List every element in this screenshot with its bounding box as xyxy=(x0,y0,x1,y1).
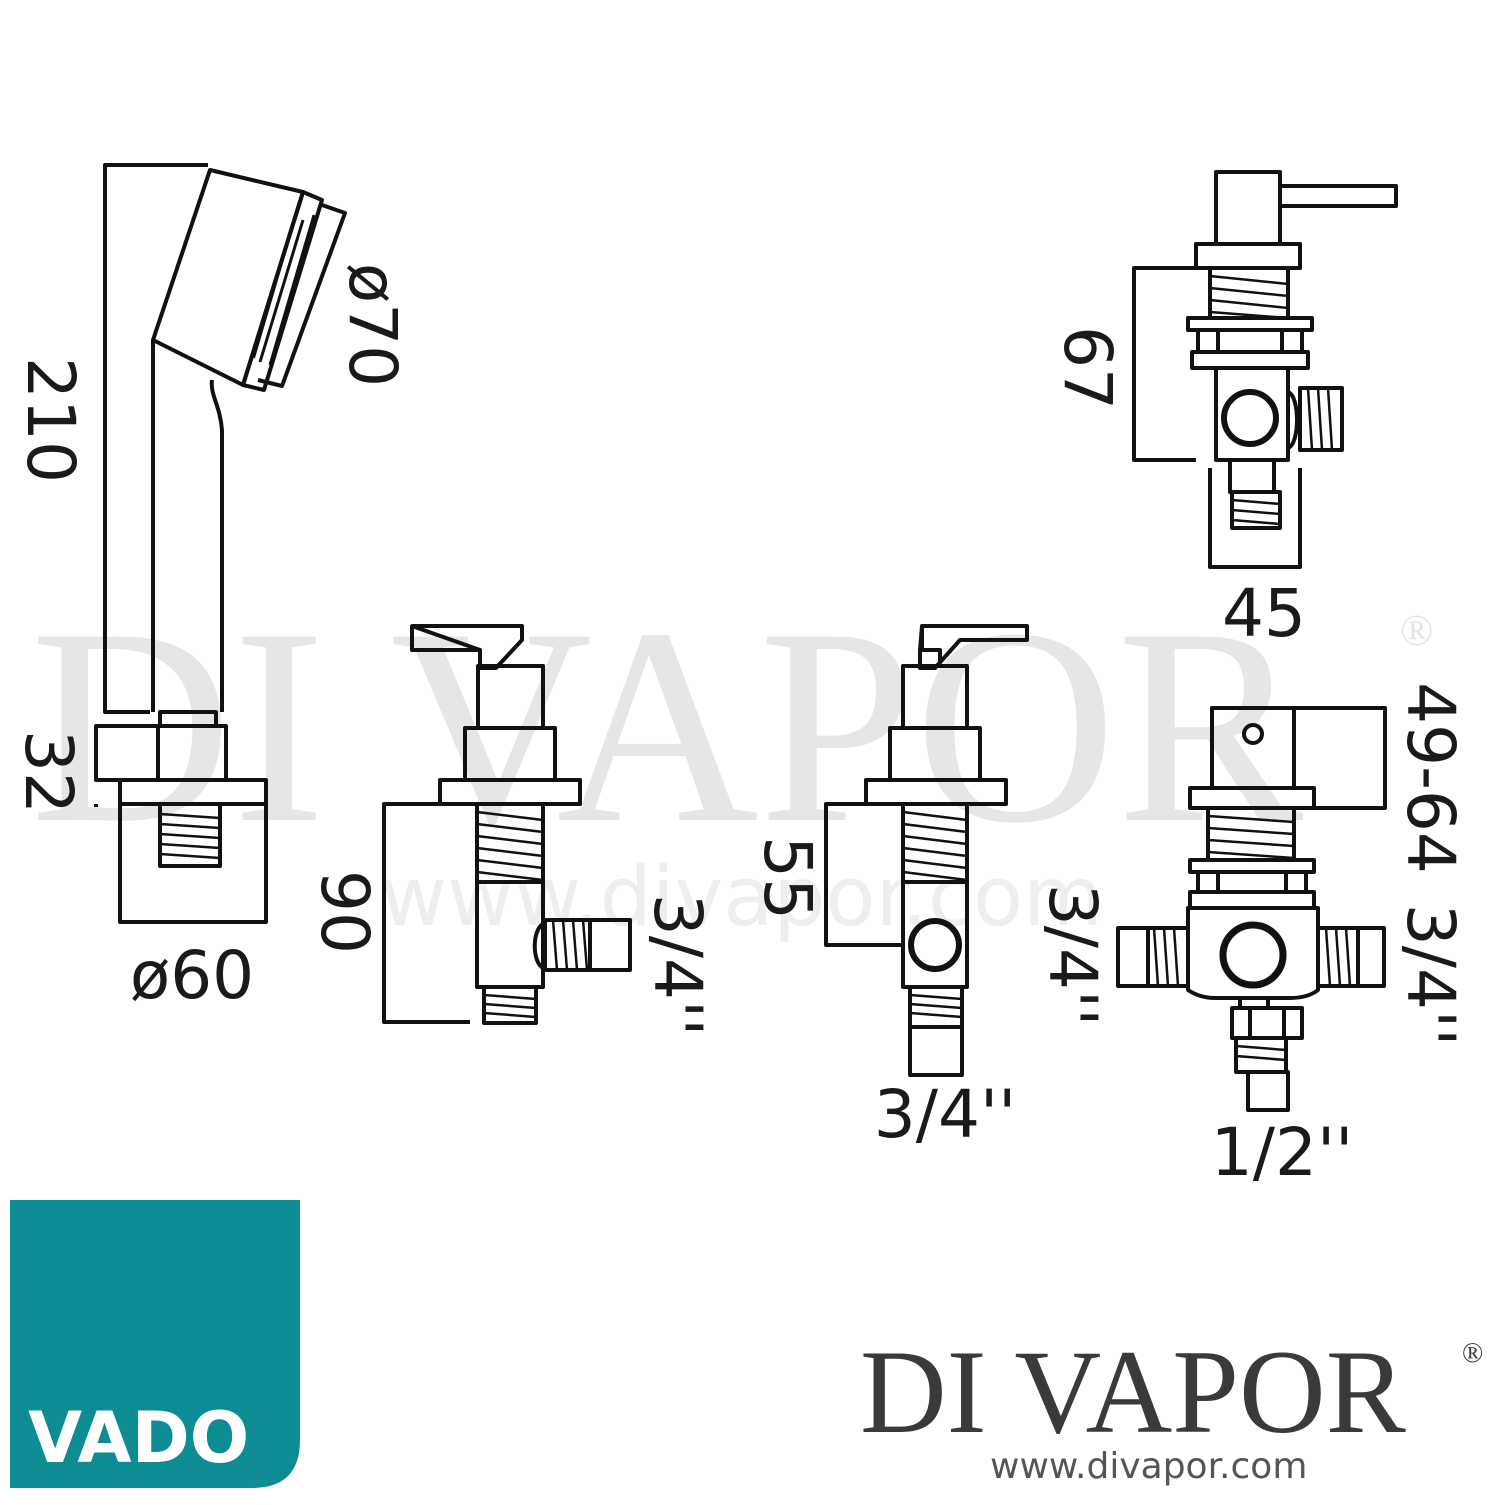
divapor-url: www.divapor.com xyxy=(990,1446,1307,1487)
vado-logo: VADO xyxy=(10,1200,300,1488)
dim-holder-dia: ø60 xyxy=(130,937,254,1014)
watermark-registered-mark: ® xyxy=(1400,606,1433,655)
dim-diverter-top-width: 45 xyxy=(1222,575,1306,652)
vado-logo-badge xyxy=(10,1200,300,1488)
dim-diverter-bottom-port: 1/2'' xyxy=(1211,1114,1354,1191)
valve-left-drawing xyxy=(382,624,632,1025)
dimension-labels: 210 ø70 32 ø60 90 3/4'' 55 3/4'' 67 45 4… xyxy=(10,263,1469,1191)
watermark: DI VAPOR ® www.divapor.com xyxy=(30,570,1433,945)
dim-valve-left-height: 90 xyxy=(306,870,383,954)
hand-shower-drawing xyxy=(94,163,347,924)
dim-handset-length: 210 xyxy=(12,357,89,483)
dim-diverter-left-port: 3/4'' xyxy=(1034,884,1111,1027)
dim-valve-mid-outlet: 3/4'' xyxy=(874,1076,1017,1153)
dim-valve-mid-height: 55 xyxy=(749,836,826,920)
dim-diverter-right-port: 3/4'' xyxy=(1392,904,1469,1047)
dim-diverter-top-height: 67 xyxy=(1049,326,1126,410)
dim-diverter-height: 49-64 xyxy=(1392,682,1469,874)
diverter-top-drawing xyxy=(1132,170,1398,569)
vado-logo-text: VADO xyxy=(28,1397,249,1479)
divapor-logo-text: DI VAPOR xyxy=(860,1325,1406,1458)
divapor-registered-mark: ® xyxy=(1462,1338,1483,1369)
dim-handset-head-dia: ø70 xyxy=(334,263,411,387)
diverter-bottom-drawing xyxy=(1116,706,1387,1112)
watermark-url: www.divapor.com xyxy=(380,850,1103,945)
valve-middle-drawing xyxy=(824,624,1029,1077)
dim-valve-left-outlet: 3/4'' xyxy=(639,894,716,1037)
divapor-logo: DI VAPOR ® www.divapor.com xyxy=(860,1325,1483,1487)
dim-holder-height: 32 xyxy=(10,730,87,814)
watermark-text: DI VAPOR xyxy=(30,570,1305,881)
